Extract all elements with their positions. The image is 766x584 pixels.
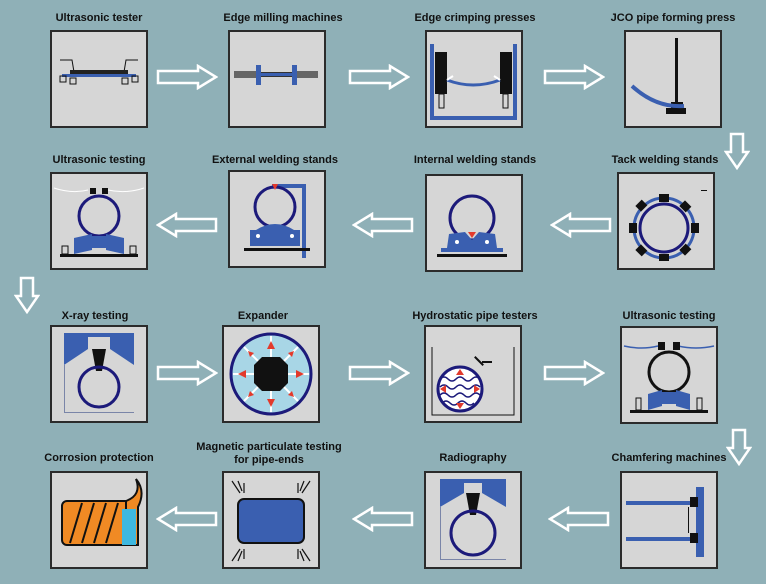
arrow-right-icon bbox=[156, 64, 218, 90]
arrow-left-icon bbox=[352, 506, 414, 532]
xray-testing-icon bbox=[64, 333, 134, 413]
radiography-icon bbox=[440, 479, 506, 560]
arrow-right-icon bbox=[156, 360, 218, 386]
step-magnetic-testing bbox=[222, 471, 320, 569]
step-ultrasonic-testing-2 bbox=[620, 326, 718, 424]
arrow-right-icon bbox=[543, 360, 605, 386]
step-label-expander: Expander bbox=[237, 310, 289, 322]
step-label-radiography: Radiography bbox=[439, 452, 507, 464]
chamfering-icon bbox=[626, 487, 704, 557]
step-internal-welding bbox=[425, 174, 523, 272]
arrow-left-icon bbox=[156, 506, 218, 532]
step-expander bbox=[222, 325, 320, 423]
arrow-left-icon bbox=[352, 212, 414, 238]
step-ultrasonic-testing-1 bbox=[50, 172, 148, 270]
jco-press-icon bbox=[630, 38, 686, 114]
step-label-xray-testing: X-ray testing bbox=[61, 310, 129, 322]
edge-milling-icon bbox=[234, 65, 318, 85]
step-label-edge-crimping: Edge crimping presses bbox=[414, 12, 536, 24]
step-edge-crimping bbox=[425, 30, 523, 128]
corrosion-protection-icon bbox=[61, 478, 143, 546]
step-label-ultrasonic-tester: Ultrasonic tester bbox=[55, 12, 143, 24]
arrow-left-icon bbox=[548, 506, 610, 532]
step-xray-testing bbox=[50, 325, 148, 423]
arrow-down-icon bbox=[14, 276, 40, 314]
arrow-left-icon bbox=[550, 212, 612, 238]
step-label-external-welding: External welding stands bbox=[212, 154, 338, 166]
ultrasonic-testing-icon-2 bbox=[623, 342, 715, 413]
step-label-edge-milling: Edge milling machines bbox=[223, 12, 343, 24]
step-radiography bbox=[424, 471, 522, 569]
arrow-right-icon bbox=[543, 64, 605, 90]
hydrostatic-tester-icon bbox=[431, 347, 515, 416]
step-tack-welding bbox=[617, 172, 715, 270]
arrow-down-icon bbox=[726, 428, 752, 466]
step-ultrasonic-tester bbox=[50, 30, 148, 128]
step-label-hydrostatic-tester: Hydrostatic pipe testers bbox=[412, 310, 538, 322]
tack-welding-icon bbox=[629, 190, 707, 261]
arrow-right-icon bbox=[348, 360, 410, 386]
step-label-corrosion-protection: Corrosion protection bbox=[44, 452, 154, 464]
magnetic-testing-icon bbox=[231, 480, 311, 562]
external-welding-icon bbox=[244, 184, 310, 258]
ultrasonic-testing-icon bbox=[53, 187, 145, 257]
arrow-right-icon bbox=[348, 64, 410, 90]
step-corrosion-protection bbox=[50, 471, 148, 569]
step-label-ultrasonic-testing-2: Ultrasonic testing bbox=[622, 310, 716, 322]
step-chamfering bbox=[620, 471, 718, 569]
step-hydrostatic-tester bbox=[424, 325, 522, 423]
step-jco-press bbox=[624, 30, 722, 128]
step-label-ultrasonic-testing-1: Ultrasonic testing bbox=[52, 154, 146, 166]
step-external-welding bbox=[228, 170, 326, 268]
step-label-tack-welding: Tack welding stands bbox=[611, 154, 719, 166]
internal-welding-icon bbox=[437, 194, 507, 257]
edge-crimping-icon bbox=[430, 44, 517, 120]
step-label-jco-press: JCO pipe forming press bbox=[610, 12, 736, 24]
arrow-left-icon bbox=[156, 212, 218, 238]
step-label-internal-welding: Internal welding stands bbox=[413, 154, 537, 166]
step-label-chamfering: Chamfering machines bbox=[611, 452, 727, 464]
step-edge-milling bbox=[228, 30, 326, 128]
ultrasonic-tester-icon bbox=[59, 59, 139, 85]
arrow-down-icon bbox=[724, 132, 750, 170]
expander-icon bbox=[229, 332, 313, 416]
